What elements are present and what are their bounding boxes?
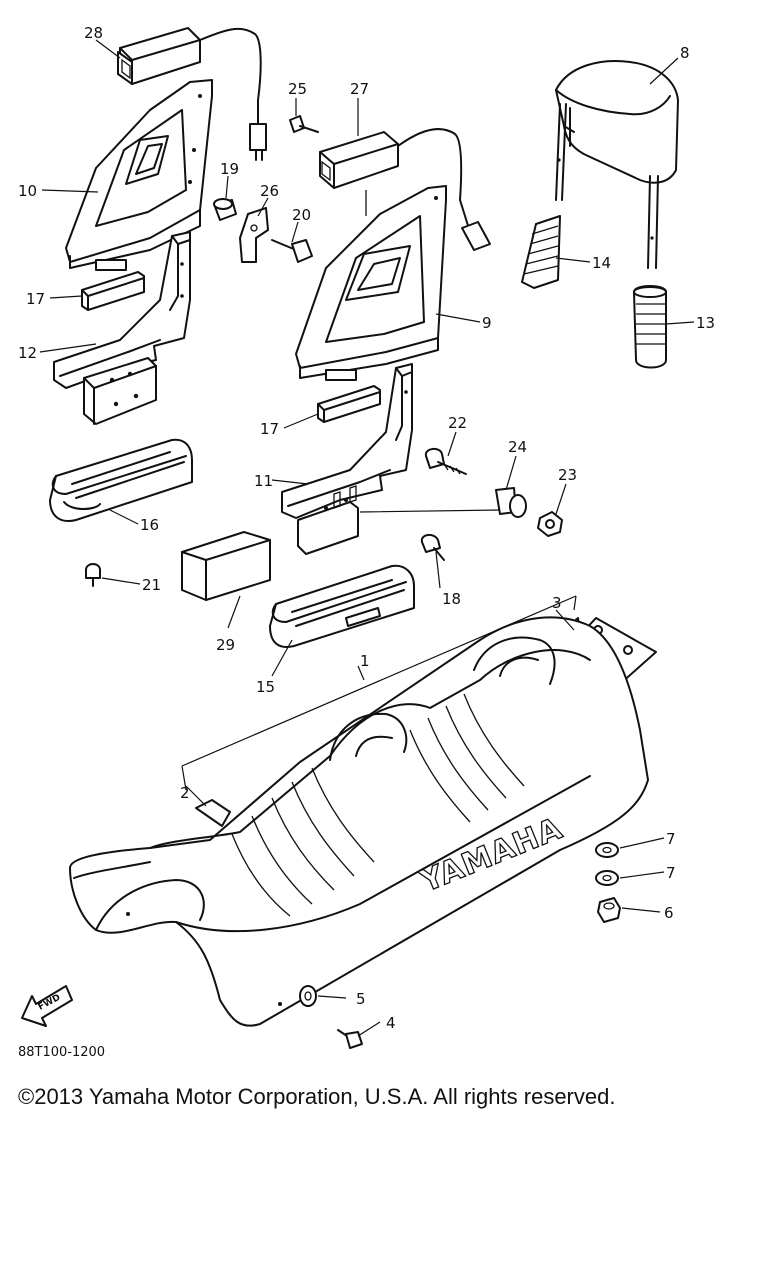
part-19-bushing xyxy=(213,198,237,221)
part-29-cover xyxy=(181,531,271,601)
part-17-pad-center xyxy=(317,385,381,423)
callout-25: 25 xyxy=(288,80,307,98)
part-15-armrest-pad xyxy=(269,564,415,648)
part-13-boot xyxy=(633,285,667,369)
callout-17-center: 17 xyxy=(260,420,279,438)
callout-26: 26 xyxy=(260,182,279,200)
callout-18: 18 xyxy=(442,590,461,608)
part-16-armrest-pad xyxy=(49,438,193,522)
callout-13: 13 xyxy=(696,314,715,332)
copyright-notice: ©2013 Yamaha Motor Corporation, U.S.A. A… xyxy=(18,1084,616,1109)
callout-22: 22 xyxy=(448,414,467,432)
callout-23: 23 xyxy=(558,466,577,484)
fwd-arrow-icon xyxy=(21,985,73,1027)
part-21-screw xyxy=(85,563,101,587)
callout-27: 27 xyxy=(350,80,369,98)
callout-2: 2 xyxy=(180,784,190,802)
part-23-nut xyxy=(537,511,563,537)
callout-28: 28 xyxy=(84,24,103,42)
part-26-bracket xyxy=(239,207,269,263)
callout-numbers: 28 25 27 8 10 19 26 20 14 17 9 13 12 17 … xyxy=(18,24,715,1032)
callout-17-upper: 17 xyxy=(26,290,45,308)
callout-29: 29 xyxy=(216,636,235,654)
callout-3: 3 xyxy=(552,594,562,612)
part-20-bolt xyxy=(271,239,313,263)
callout-16: 16 xyxy=(140,516,159,534)
callout-12: 12 xyxy=(18,344,37,362)
callout-8: 8 xyxy=(680,44,690,62)
part-6-nut xyxy=(597,897,621,923)
part-24-collar xyxy=(495,487,527,518)
callout-20: 20 xyxy=(292,206,311,224)
callout-24: 24 xyxy=(508,438,527,456)
part-18-screw xyxy=(420,534,445,561)
part-17-pad-upper xyxy=(81,271,145,311)
part-25-screw xyxy=(289,115,319,133)
part-12-armrest-frame xyxy=(53,231,191,425)
callout-11: 11 xyxy=(254,472,273,490)
callout-5: 5 xyxy=(356,990,366,1008)
callout-15: 15 xyxy=(256,678,275,696)
part-1-seat xyxy=(69,616,649,1027)
part-8-backrest xyxy=(555,60,679,269)
parts-exploded-diagram: YAMAHA FWD xyxy=(18,24,715,1060)
callout-7-a: 7 xyxy=(666,830,676,848)
part-27-connector xyxy=(319,128,491,251)
diagram-code: 88T100-1200 xyxy=(18,1045,105,1060)
callout-21: 21 xyxy=(142,576,161,594)
leader-lines xyxy=(39,39,695,1037)
callout-7-b: 7 xyxy=(666,864,676,882)
part-14-boot xyxy=(521,215,561,289)
part-9-side-panel xyxy=(295,185,447,381)
part-22-bolt xyxy=(424,448,467,475)
part-4-screw xyxy=(337,1029,363,1049)
part-7-washer-b xyxy=(595,870,619,886)
part-7-washer-a xyxy=(595,842,619,858)
callout-9: 9 xyxy=(482,314,492,332)
part-11-armrest-frame xyxy=(281,363,413,555)
callout-14: 14 xyxy=(592,254,611,272)
callout-4: 4 xyxy=(386,1014,396,1032)
callout-1: 1 xyxy=(360,652,370,670)
callout-19: 19 xyxy=(220,160,239,178)
part-10-side-panel xyxy=(65,79,213,271)
callout-10: 10 xyxy=(18,182,37,200)
part-5-washer xyxy=(299,985,317,1007)
part-28-connector xyxy=(117,27,267,161)
callout-6: 6 xyxy=(664,904,674,922)
